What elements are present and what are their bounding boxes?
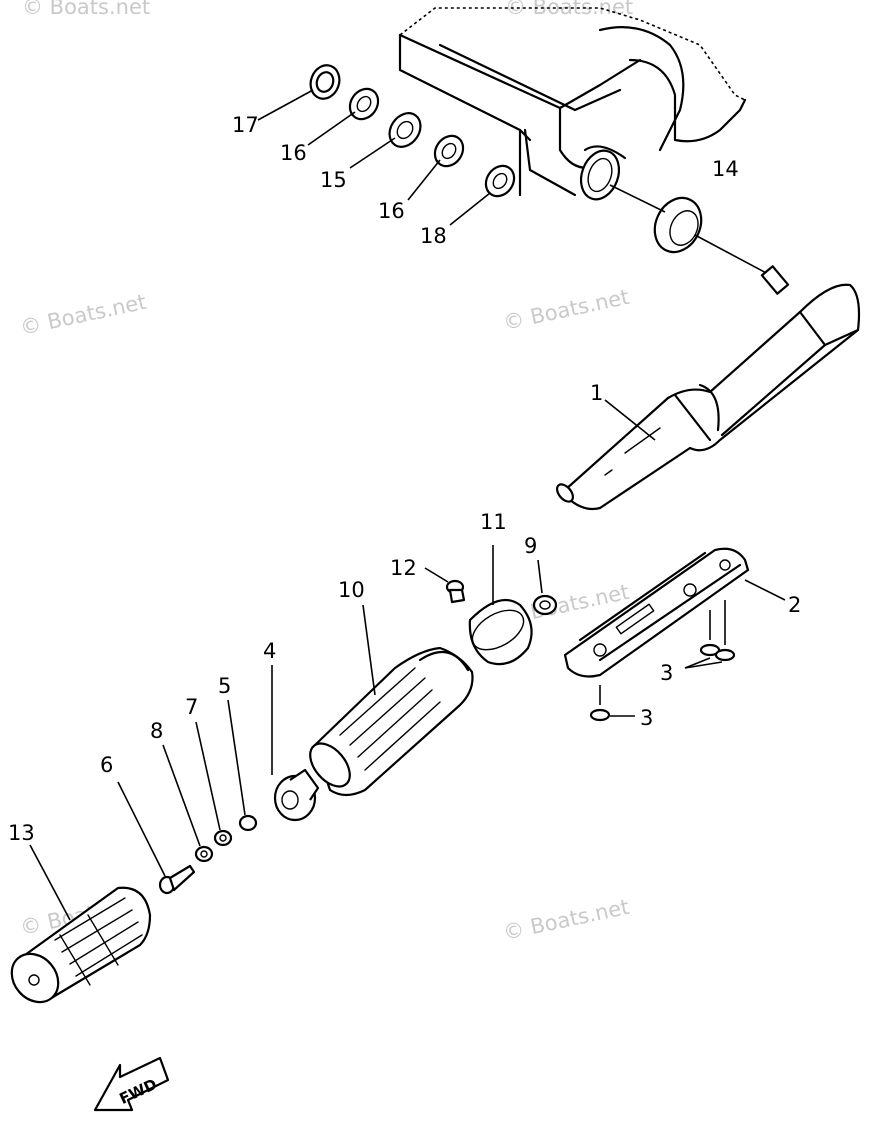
callout-12: 12 bbox=[390, 556, 417, 580]
watermark: © Boats.net bbox=[501, 895, 631, 945]
part-18-washer bbox=[484, 164, 516, 198]
part-2-plate bbox=[563, 547, 750, 678]
callout-3: 3 bbox=[660, 661, 673, 685]
part-9-nut bbox=[532, 594, 558, 616]
watermark: © Boats.net bbox=[22, 0, 150, 19]
bracket-housing bbox=[398, 7, 747, 201]
part-4-cap bbox=[273, 768, 320, 822]
callout-13: 13 bbox=[8, 821, 35, 845]
callout-4: 4 bbox=[263, 639, 276, 663]
part-1-steering-handle bbox=[555, 265, 861, 511]
part-12-bolt bbox=[445, 579, 466, 604]
callout-15: 15 bbox=[320, 168, 347, 192]
part-15-lock-washer bbox=[388, 112, 422, 148]
part-14-bushing bbox=[653, 196, 703, 254]
part-13-knob bbox=[10, 886, 152, 1004]
callout-16: 16 bbox=[280, 141, 307, 165]
fwd-arrow-icon: FWD bbox=[93, 1056, 170, 1112]
callout-5: 5 bbox=[218, 674, 231, 698]
part-17-nut bbox=[309, 64, 341, 100]
part-8-washer bbox=[194, 845, 214, 863]
part-10-grip-tube bbox=[309, 646, 474, 797]
watermarks: © Boats.net © Boats.net © Boats.net © Bo… bbox=[18, 0, 633, 945]
callout-3: 3 bbox=[640, 706, 653, 730]
part-16-washer-b bbox=[433, 134, 465, 168]
part-7-washer bbox=[213, 829, 233, 847]
callout-8: 8 bbox=[150, 719, 163, 743]
callout-9: 9 bbox=[524, 534, 537, 558]
callout-2: 2 bbox=[788, 593, 801, 617]
part-11-sleeve bbox=[468, 598, 533, 666]
callout-14: 14 bbox=[712, 157, 739, 181]
part-5-spring bbox=[238, 814, 258, 832]
callout-17: 17 bbox=[232, 113, 259, 137]
watermark: © Boats.net bbox=[18, 290, 148, 340]
watermark: © Boats.net bbox=[501, 285, 631, 335]
callout-11: 11 bbox=[480, 510, 507, 534]
callout-1: 1 bbox=[590, 381, 603, 405]
callout-18: 18 bbox=[420, 224, 447, 248]
callout-10: 10 bbox=[338, 578, 365, 602]
part-3-screws bbox=[589, 600, 736, 722]
callout-16: 16 bbox=[378, 199, 405, 223]
part-16-washer bbox=[348, 87, 380, 121]
callout-7: 7 bbox=[185, 695, 198, 719]
watermark: © Boats.net bbox=[505, 0, 633, 19]
part-6-screw bbox=[158, 864, 196, 895]
callout-labels: 1 2 3 3 4 5 6 7 8 9 10 11 12 13 14 15 16… bbox=[8, 113, 801, 845]
callout-6: 6 bbox=[100, 753, 113, 777]
